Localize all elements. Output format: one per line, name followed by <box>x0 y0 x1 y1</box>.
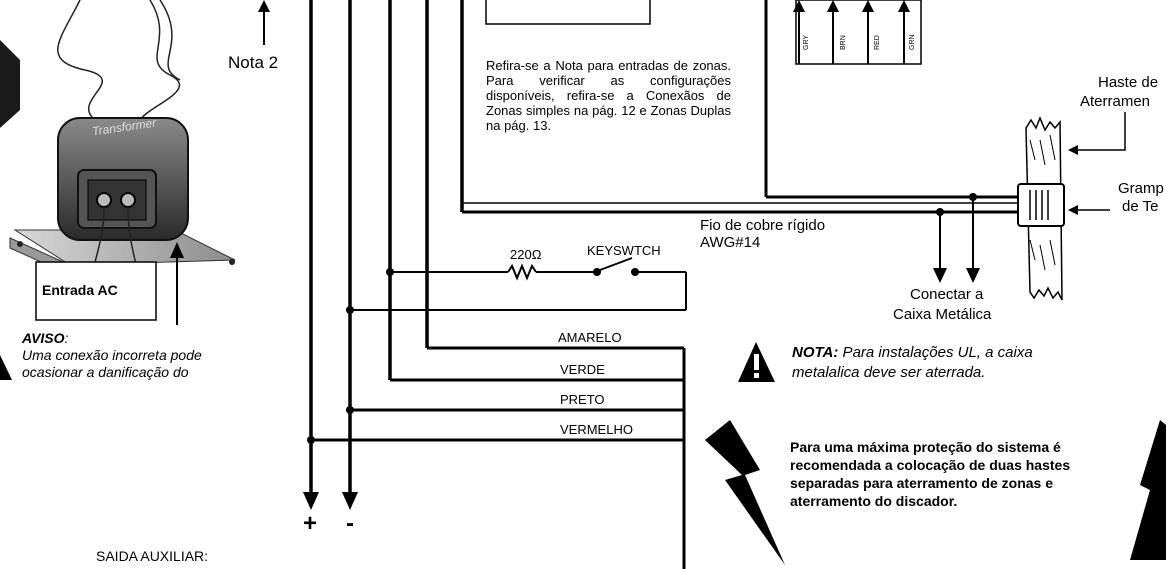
aviso-colon: : <box>64 330 69 346</box>
wire-label-preto: PRETO <box>560 392 605 407</box>
aviso-title: AVISO <box>22 330 65 346</box>
warning-icon-left <box>0 355 12 380</box>
pin-label-brn: BRN <box>840 35 847 50</box>
keyswitch-circuit <box>350 257 687 311</box>
wire-label-vermelho: VERMELHO <box>560 422 633 437</box>
copper-wire-line1: Fio de cobre rígido <box>700 217 826 234</box>
keyswitch-label: KEYSWTCH <box>587 243 661 258</box>
power-bus <box>309 0 464 495</box>
zone-box <box>485 0 651 25</box>
nota2-arrow <box>258 0 270 45</box>
protection-note: Para uma máxima proteção do sistema é re… <box>790 439 1071 509</box>
wire-label-amarelo: AMARELO <box>558 330 622 345</box>
warning-icon <box>738 342 775 382</box>
aviso-arrow <box>170 242 184 325</box>
rod-pointers <box>1068 112 1126 215</box>
transformer-cables <box>57 0 181 121</box>
pin-label-red: RED <box>874 35 881 50</box>
grampo-line1: Gramp <box>1118 180 1164 197</box>
battery-graphic <box>0 40 20 128</box>
wire-runs <box>311 346 686 569</box>
haste-line1: Haste de <box>1098 74 1159 91</box>
ac-input-box <box>35 261 157 321</box>
haste-line2: Aterramen <box>1080 93 1151 110</box>
connector-block <box>793 0 922 65</box>
pin-label-gry: GRY <box>803 34 810 50</box>
zone-note: Refira-se a Nota para entradas de zonas.… <box>486 58 731 133</box>
aux-output-label: SAIDA AUXILIAR: <box>96 548 209 564</box>
lightning-icon-left <box>705 420 785 565</box>
nota2-label: Nota 2 <box>228 53 279 72</box>
transformer-graphic <box>9 117 236 286</box>
nota-title: NOTA: <box>792 344 839 361</box>
ground-rod <box>1017 116 1065 301</box>
nota-line1: NOTA: Para instalações UL, a caixa <box>792 344 1033 361</box>
aviso-line1: Uma conexão incorreta pode <box>22 347 202 363</box>
aviso-heading: AVISO: <box>22 330 68 347</box>
resistor-label: 220Ω <box>510 247 542 262</box>
aux-output-arrows <box>303 492 358 510</box>
copper-wire-line2: AWG#14 <box>700 234 761 251</box>
metal-box-arrows <box>933 197 980 283</box>
wire-label-verde: VERDE <box>560 362 605 377</box>
aviso-line2: ocasionar a danificação do <box>22 364 189 380</box>
grampo-line2: de Te <box>1122 198 1159 215</box>
ac-input-label: Entrada AC <box>42 282 118 298</box>
nota-line2: metalalica deve ser aterrada. <box>792 364 986 381</box>
lightning-icon-right <box>1130 420 1166 560</box>
junction-dots <box>307 268 394 444</box>
pin-label-grn: GRN <box>909 34 916 50</box>
minus-terminal-label: - <box>346 510 354 537</box>
connect-line2: Caixa Metálica <box>893 306 992 323</box>
connect-line1: Conectar a <box>910 286 984 303</box>
nota-text: Para instalações UL, a caixa <box>838 344 1033 361</box>
plus-terminal-label: + <box>303 510 318 537</box>
